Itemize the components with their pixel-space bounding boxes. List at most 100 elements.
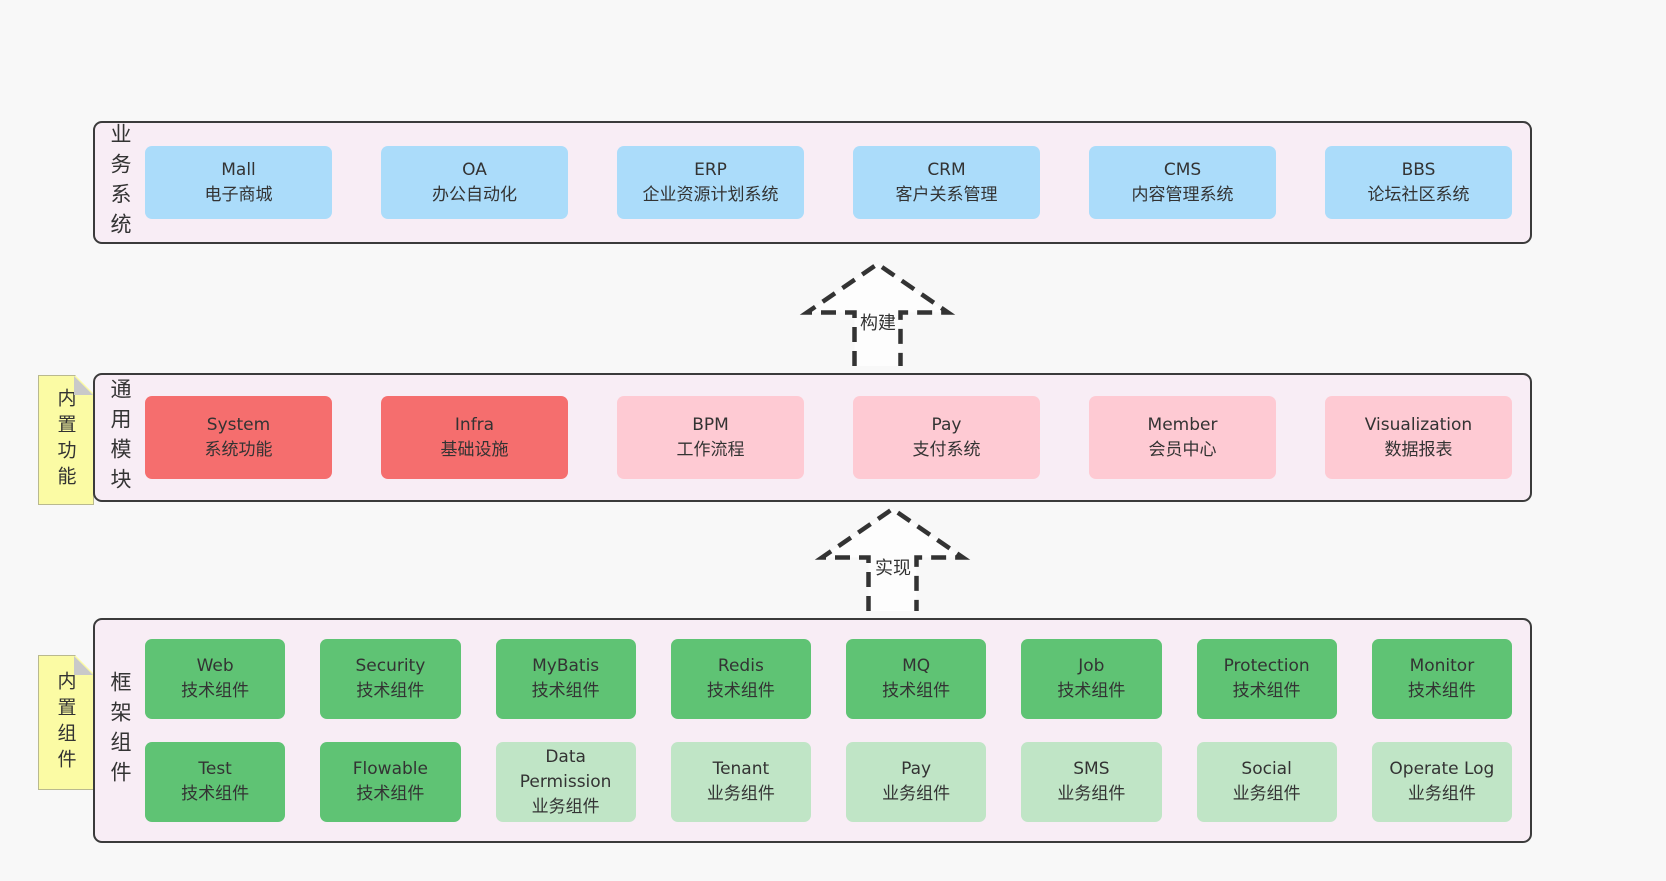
box-title: Pay	[931, 414, 962, 435]
box-title: ERP	[694, 159, 727, 180]
box-title: Flowable	[352, 759, 428, 779]
box-subtitle: 论坛社区系统	[1367, 184, 1470, 205]
layer-label: 通用模块	[95, 375, 145, 500]
box-title: BBS	[1401, 159, 1436, 180]
box-subtitle: 技术组件	[882, 681, 951, 701]
box-subtitle: 会员中心	[1148, 439, 1217, 460]
note-fold-corner-icon	[74, 656, 93, 675]
note-text: 内置组件	[54, 670, 77, 775]
box-subtitle: 企业资源计划系统	[642, 184, 779, 205]
box-subtitle: 系统功能	[204, 439, 273, 460]
box-subtitle: 业务组件	[1057, 784, 1126, 804]
diagram-box-cms: CMS 内容管理系统	[1089, 146, 1276, 219]
diagram-box-bpm: BPM 工作流程	[617, 396, 804, 479]
box-subtitle: 技术组件	[531, 681, 600, 701]
diagram-box-system: System 系统功能	[145, 396, 332, 479]
box-subtitle: 业务组件	[706, 784, 775, 804]
layer-label-text: 框架组件	[108, 670, 132, 791]
box-title: System	[206, 414, 271, 435]
box-title: Redis	[717, 656, 764, 676]
box-title: Pay	[901, 759, 932, 779]
diagram-box-bbs: BBS 论坛社区系统	[1325, 146, 1512, 219]
box-title: Data Permission	[519, 746, 612, 792]
box-subtitle: 办公自动化	[432, 184, 517, 205]
box-subtitle: 电子商城	[204, 184, 273, 205]
box-title: Protection	[1223, 656, 1310, 676]
diagram-box-infra: Infra 基础设施	[381, 396, 568, 479]
diagram-box-flowable: Flowable 技术组件	[320, 742, 461, 822]
box-subtitle: 技术组件	[181, 681, 250, 701]
box-subtitle: 内容管理系统	[1131, 184, 1234, 205]
note-text: 内置功能	[54, 388, 77, 492]
diagram-box-security: Security 技术组件	[320, 639, 461, 719]
diagram-box-data-permission: Data Permission 业务组件	[495, 742, 636, 822]
box-subtitle: 技术组件	[1057, 681, 1126, 701]
box-title: Web	[196, 656, 234, 676]
diagram-box-oa: OA 办公自动化	[381, 146, 568, 219]
box-subtitle: 工作流程	[676, 439, 745, 460]
note-fold-corner-icon	[74, 376, 93, 395]
box-title: Tenant	[712, 759, 770, 779]
box-subtitle: 技术组件	[356, 784, 425, 804]
box-title: Security	[355, 656, 426, 676]
diagram-box-crm: CRM 客户关系管理	[853, 146, 1040, 219]
box-title: Member	[1147, 414, 1218, 435]
box-title: Job	[1078, 656, 1105, 676]
layer-label: 框架组件	[95, 620, 145, 841]
box-title: CRM	[927, 159, 966, 180]
diagram-box-sms: SMS 业务组件	[1021, 742, 1162, 822]
box-title: Monitor	[1409, 656, 1475, 676]
box-subtitle: 技术组件	[706, 681, 775, 701]
box-subtitle: 业务组件	[1232, 784, 1301, 804]
box-subtitle: 技术组件	[1232, 681, 1301, 701]
box-title: Social	[1241, 759, 1292, 779]
layer-label: 业务系统	[95, 122, 145, 243]
diagram-box-operate-log: Operate Log 业务组件	[1371, 742, 1512, 822]
box-subtitle: 业务组件	[1407, 784, 1476, 804]
box-title: Operate Log	[1389, 759, 1495, 779]
diagram-box-member: Member 会员中心	[1089, 396, 1276, 479]
box-title: Visualization	[1364, 414, 1473, 435]
box-subtitle: 数据报表	[1384, 439, 1453, 460]
diagram-box-tenant: Tenant 业务组件	[670, 742, 811, 822]
diagram-box-redis: Redis 技术组件	[670, 639, 811, 719]
box-subtitle: 技术组件	[181, 784, 250, 804]
layer-label-text: 业务系统	[108, 122, 132, 243]
box-subtitle: 业务组件	[531, 796, 600, 817]
diagram-box-visualization: Visualization 数据报表	[1325, 396, 1512, 479]
diagram-box-social: Social 业务组件	[1196, 742, 1337, 822]
diagram-box-monitor: Monitor 技术组件	[1371, 639, 1512, 719]
box-subtitle: 技术组件	[1407, 681, 1476, 701]
box-title: Infra	[454, 414, 495, 435]
box-title: MQ	[902, 656, 931, 676]
box-subtitle: 客户关系管理	[895, 184, 998, 205]
box-title: BPM	[692, 414, 729, 435]
diagram-box-protection: Protection 技术组件	[1196, 639, 1337, 719]
diagram-box-job: Job 技术组件	[1021, 639, 1162, 719]
layer-label-text: 通用模块	[108, 377, 132, 498]
box-title: OA	[462, 159, 487, 180]
implement-arrow-label: 实现	[875, 558, 911, 579]
diagram-box-erp: ERP 企业资源计划系统	[617, 146, 804, 219]
box-subtitle: 技术组件	[356, 681, 425, 701]
box-title: CMS	[1163, 159, 1202, 180]
builtin-features-note: 内置功能	[38, 375, 94, 505]
box-title: SMS	[1073, 759, 1110, 779]
box-subtitle: 基础设施	[440, 439, 509, 460]
